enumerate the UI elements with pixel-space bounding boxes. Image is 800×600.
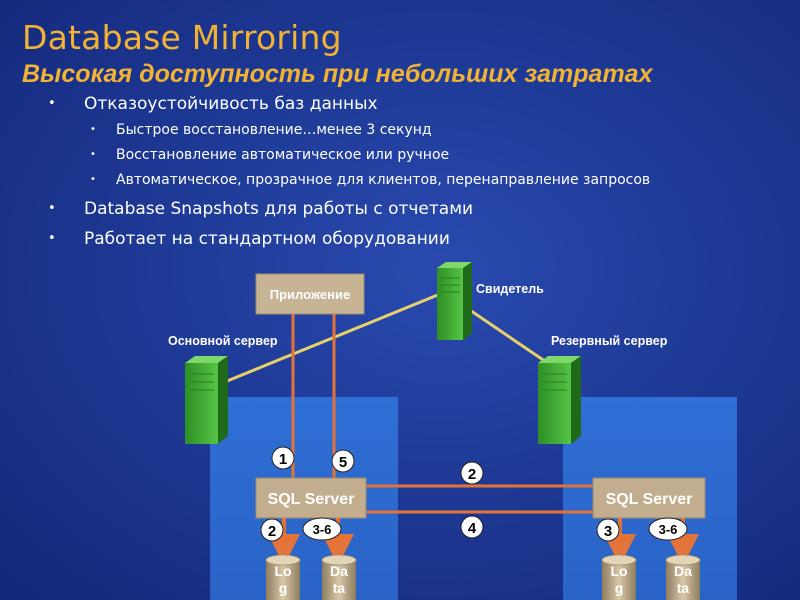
- sql-server-primary-label: SQL Server: [268, 491, 355, 508]
- sub-bullet-item: Автоматическое, прозрачное для клиентов,…: [116, 172, 651, 188]
- mirror-server-icon: [538, 356, 581, 444]
- witness-server-icon: [437, 262, 472, 340]
- log-label-mirror: Lo: [610, 563, 627, 579]
- data-disk-mirror: [665, 554, 701, 600]
- data-label-mirror: Da: [674, 563, 692, 579]
- bullet-dot: •: [48, 96, 56, 111]
- log-disk-primary: [265, 554, 301, 600]
- step-badge-3-6-primary: [302, 517, 342, 541]
- step-badge-5: [331, 449, 355, 473]
- data-label-primary-2: ta: [333, 580, 346, 596]
- log-label-primary: Lo: [274, 563, 291, 579]
- slide-title: Database Mirroring: [22, 18, 342, 57]
- step-badge-3: [596, 518, 620, 542]
- witness-label: Свидетель: [476, 282, 544, 296]
- bullet-item: Отказоустойчивость баз данных: [84, 94, 378, 114]
- step-badge-2-mirror-link: [460, 461, 484, 485]
- primary-server-icon: [185, 356, 228, 444]
- application-box: [255, 273, 365, 315]
- bullet-dot: •: [90, 149, 96, 160]
- application-label: Приложение: [270, 287, 350, 302]
- log-label-primary-2: g: [279, 580, 288, 596]
- step-label-2-primary: 2: [268, 523, 276, 540]
- log-disk-mirror: [601, 554, 637, 600]
- bullet-dot: •: [48, 231, 56, 246]
- step-label-2-link: 2: [468, 466, 476, 483]
- bullet-dot: •: [90, 174, 96, 185]
- sql-server-primary-box: [255, 477, 367, 519]
- sub-bullet-item: Быстрое восстановление…менее 3 секунд: [116, 122, 432, 138]
- step-label-3-6-primary: 3-6: [313, 522, 332, 537]
- bullet-item: Database Snapshots для работы с отчетами: [84, 199, 474, 219]
- data-label-primary: Da: [330, 563, 348, 579]
- bullet-dot: •: [90, 124, 96, 135]
- log-label-mirror-2: g: [615, 580, 624, 596]
- sub-bullet-item: Восстановление автоматическое или ручное: [116, 147, 450, 163]
- step-label-3-6-mirror: 3-6: [659, 522, 678, 537]
- step-badge-4: [460, 515, 484, 539]
- step-badge-1: [271, 446, 295, 470]
- bullet-dot: •: [48, 201, 56, 216]
- step-label-5: 5: [339, 454, 347, 471]
- step-label-4: 4: [468, 520, 477, 537]
- sql-server-mirror-label: SQL Server: [606, 491, 693, 508]
- data-disk-primary: [321, 554, 357, 600]
- primary-server-label: Основной сервер: [168, 334, 278, 348]
- slide-subtitle: Высокая доступность при небольших затрат…: [22, 60, 653, 88]
- step-badge-2-primary: [260, 518, 284, 542]
- sql-server-mirror-box: [592, 477, 706, 519]
- data-label-mirror-2: ta: [677, 580, 690, 596]
- mirror-server-label: Резервный сервер: [551, 334, 668, 348]
- step-label-1: 1: [279, 451, 287, 468]
- step-badge-3-6-mirror: [648, 517, 688, 541]
- step-label-3: 3: [604, 523, 612, 540]
- witness-link-primary: [209, 290, 446, 390]
- bullet-item: Работает на стандартном оборудовании: [84, 229, 450, 249]
